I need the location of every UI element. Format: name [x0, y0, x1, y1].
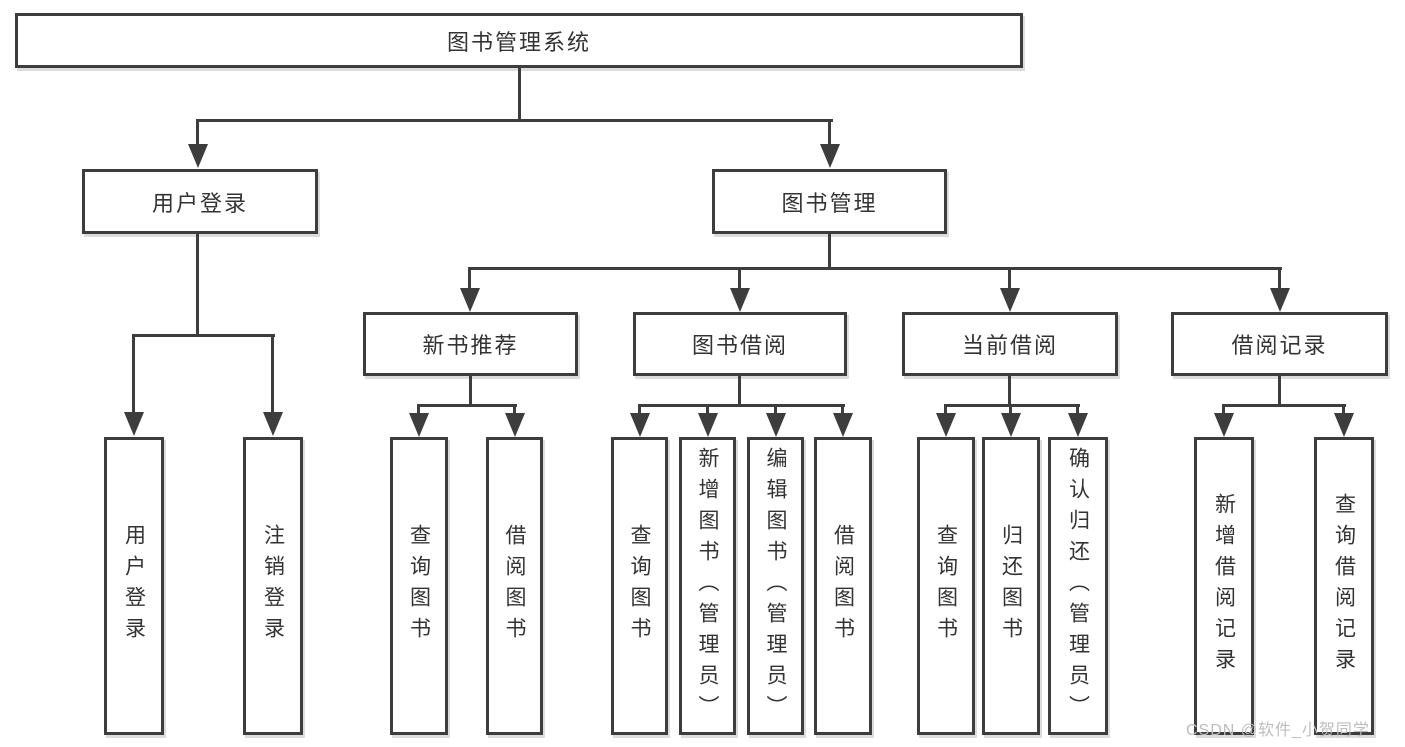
arrowhead-down-icon [698, 413, 718, 437]
leaf-label: 注销登录 [261, 524, 285, 648]
leaf-label: 新增借阅记录 [1212, 493, 1236, 679]
connector-stem-leaf [774, 404, 777, 416]
arrowhead-down-icon [1000, 288, 1020, 312]
connector-stem-leaf [1076, 404, 1079, 416]
connector-stem-leaf [944, 404, 947, 416]
connector-new-books-stub [469, 376, 472, 407]
connector-book-mgmt-hline [468, 267, 1282, 270]
connector-user-login-hline [132, 334, 275, 337]
leaf-user-login: 用户登录 [104, 437, 164, 735]
connector-stem-leaf [638, 404, 641, 416]
arrowhead-down-icon [766, 413, 786, 437]
leaf-label: 查询借阅记录 [1332, 493, 1356, 679]
leaf-query-books-newbooks: 查询图书 [390, 437, 448, 735]
connector-stem-book-mgmt [828, 119, 831, 149]
arrowhead-down-icon [630, 413, 650, 437]
leaf-label: 查询图书 [628, 524, 651, 648]
leaf-add-borrow-record: 新增借阅记录 [1194, 437, 1254, 735]
arrowhead-down-icon [505, 413, 525, 437]
leaf-label: 借阅图书 [503, 524, 526, 648]
node-user-login-branch: 用户登录 [82, 169, 318, 234]
connector-stem-leaf [513, 404, 516, 416]
leaf-label: 用户登录 [122, 524, 146, 648]
leaf-query-borrow-record: 查询借阅记录 [1314, 437, 1374, 735]
connector-stem-section [1278, 267, 1281, 293]
connector-stem-leaf [132, 334, 135, 416]
node-borrow-records-section: 借阅记录 [1171, 312, 1388, 376]
node-new-books-section: 新书推荐 [363, 312, 578, 376]
leaf-label: 编辑图书（管理员） [764, 446, 787, 726]
leaf-confirm-return-admin: 确认归还（管理员） [1048, 437, 1108, 735]
arrowhead-down-icon [1270, 288, 1290, 312]
leaf-borrow-books-newbooks: 借阅图书 [486, 437, 543, 735]
node-label: 图书借阅 [691, 333, 788, 358]
leaf-label: 借阅图书 [831, 524, 855, 648]
node-label: 新书推荐 [422, 333, 519, 358]
connector-borrow-records-hline [1222, 404, 1346, 407]
connector-stem-section [1008, 267, 1011, 293]
connector-stem-section [468, 267, 471, 293]
leaf-label: 查询图书 [934, 524, 958, 648]
connector-stem-leaf [271, 334, 274, 416]
node-label: 借阅记录 [1231, 333, 1328, 358]
node-label: 图书管理系统 [446, 29, 591, 55]
connector-book-mgmt-stub [828, 233, 831, 269]
leaf-logout: 注销登录 [243, 437, 303, 735]
csdn-watermark: CSDN @软件_小贺同学 [1186, 722, 1370, 739]
arrowhead-down-icon [1334, 413, 1354, 437]
connector-root-hline [196, 119, 833, 122]
leaf-label: 归还图书 [999, 524, 1023, 648]
connector-stem-leaf [1342, 404, 1345, 416]
connector-stem-section [738, 267, 741, 293]
node-label: 图书管理 [781, 190, 878, 216]
arrowhead-down-icon [1068, 413, 1088, 437]
leaf-add-book-admin: 新增图书（管理员） [679, 437, 736, 735]
connector-book-borrow-hline [638, 404, 845, 407]
leaf-edit-book-admin: 编辑图书（管理员） [747, 437, 804, 735]
leaf-label: 新增图书（管理员） [696, 446, 719, 726]
connector-root-stub [518, 66, 521, 122]
connector-current-borrow-hline [944, 404, 1080, 407]
connector-stem-leaf [417, 404, 420, 416]
arrowhead-down-icon [730, 288, 750, 312]
arrowhead-down-icon [833, 413, 853, 437]
connector-borrow-records-stub [1278, 376, 1281, 407]
arrowhead-down-icon [936, 413, 956, 437]
arrowhead-down-icon [263, 412, 283, 436]
node-current-borrow-section: 当前借阅 [902, 312, 1118, 376]
connector-stem-leaf [706, 404, 709, 416]
connector-stem-user-login [196, 119, 199, 149]
leaf-label: 确认归还（管理员） [1066, 446, 1090, 726]
connector-current-borrow-stub [1008, 376, 1011, 407]
leaf-query-books-current: 查询图书 [917, 437, 975, 735]
connector-book-borrow-stub [738, 376, 741, 407]
connector-stem-leaf [1009, 404, 1012, 416]
arrowhead-down-icon [1001, 413, 1021, 437]
leaf-return-book: 归还图书 [982, 437, 1040, 735]
leaf-query-books-borrow: 查询图书 [611, 437, 668, 735]
connector-new-books-hline [417, 404, 517, 407]
node-label: 当前借阅 [961, 333, 1058, 358]
arrowhead-down-icon [409, 413, 429, 437]
arrowhead-down-icon [124, 412, 144, 436]
node-label: 用户登录 [151, 190, 248, 216]
arrowhead-down-icon [820, 144, 840, 168]
arrowhead-down-icon [1214, 413, 1234, 437]
connector-stem-leaf [841, 404, 844, 416]
arrowhead-down-icon [460, 288, 480, 312]
leaf-label: 查询图书 [407, 524, 431, 648]
arrowhead-down-icon [188, 144, 208, 168]
node-library-system-root: 图书管理系统 [15, 13, 1023, 68]
leaf-borrow-books-borrow: 借阅图书 [814, 437, 872, 735]
connector-user-login-stub [196, 233, 199, 336]
connector-stem-leaf [1222, 404, 1225, 416]
node-book-mgmt-branch: 图书管理 [712, 169, 947, 234]
node-book-borrow-section: 图书借阅 [633, 312, 847, 376]
